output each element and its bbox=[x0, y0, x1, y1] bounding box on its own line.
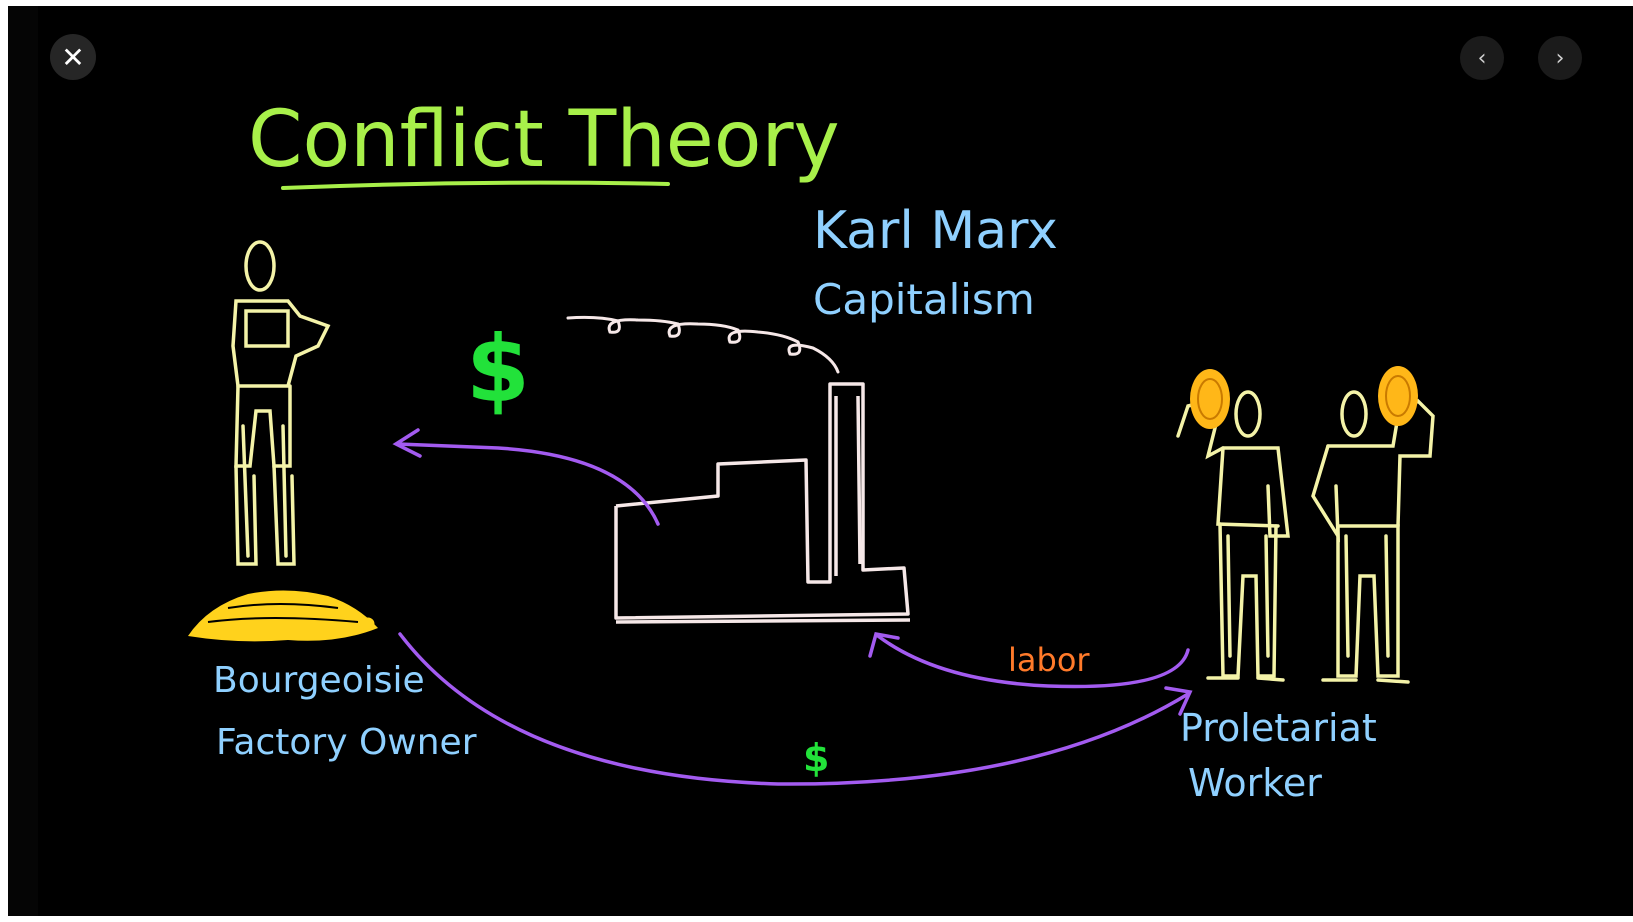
money-sign-small: $ bbox=[803, 736, 829, 780]
chevron-right-icon: › bbox=[1555, 45, 1565, 71]
labor-label: labor bbox=[1008, 641, 1090, 679]
image-viewer: Conflict Theory Karl Marx Capitalism bbox=[8, 6, 1633, 916]
money-sign-large: $ bbox=[466, 316, 530, 423]
bourgeoisie-figure bbox=[231, 240, 331, 566]
labor-arrow bbox=[868, 631, 1190, 689]
worker-label-1: Proletariat bbox=[1180, 706, 1377, 750]
next-image-button[interactable]: › bbox=[1538, 36, 1582, 80]
previous-image-button[interactable]: ‹ bbox=[1460, 36, 1504, 80]
title-underline bbox=[281, 180, 670, 190]
factory-drawing bbox=[614, 382, 911, 624]
title-text: Conflict Theory bbox=[248, 95, 840, 185]
owner-label-2: Factory Owner bbox=[216, 722, 477, 763]
close-icon: ✕ bbox=[61, 40, 85, 74]
gold-pile bbox=[188, 590, 378, 642]
factory-smoke bbox=[566, 315, 840, 374]
worker-label-2: Worker bbox=[1188, 761, 1322, 805]
owner-label-1: Bourgeoisie bbox=[213, 660, 425, 701]
close-button[interactable]: ✕ bbox=[50, 34, 96, 80]
worker-heads bbox=[1190, 366, 1418, 429]
wage-arrow bbox=[398, 632, 1193, 786]
chevron-left-icon: ‹ bbox=[1477, 45, 1487, 71]
proletariat-figures bbox=[1176, 390, 1435, 684]
author-text: Karl Marx bbox=[813, 201, 1058, 261]
profit-arrow bbox=[392, 428, 660, 526]
blackboard-image: Conflict Theory Karl Marx Capitalism bbox=[38, 16, 1633, 898]
drawing-canvas: Conflict Theory Karl Marx Capitalism bbox=[188, 95, 1435, 805]
concept-text: Capitalism bbox=[813, 275, 1035, 324]
viewer-edge bbox=[8, 6, 38, 916]
